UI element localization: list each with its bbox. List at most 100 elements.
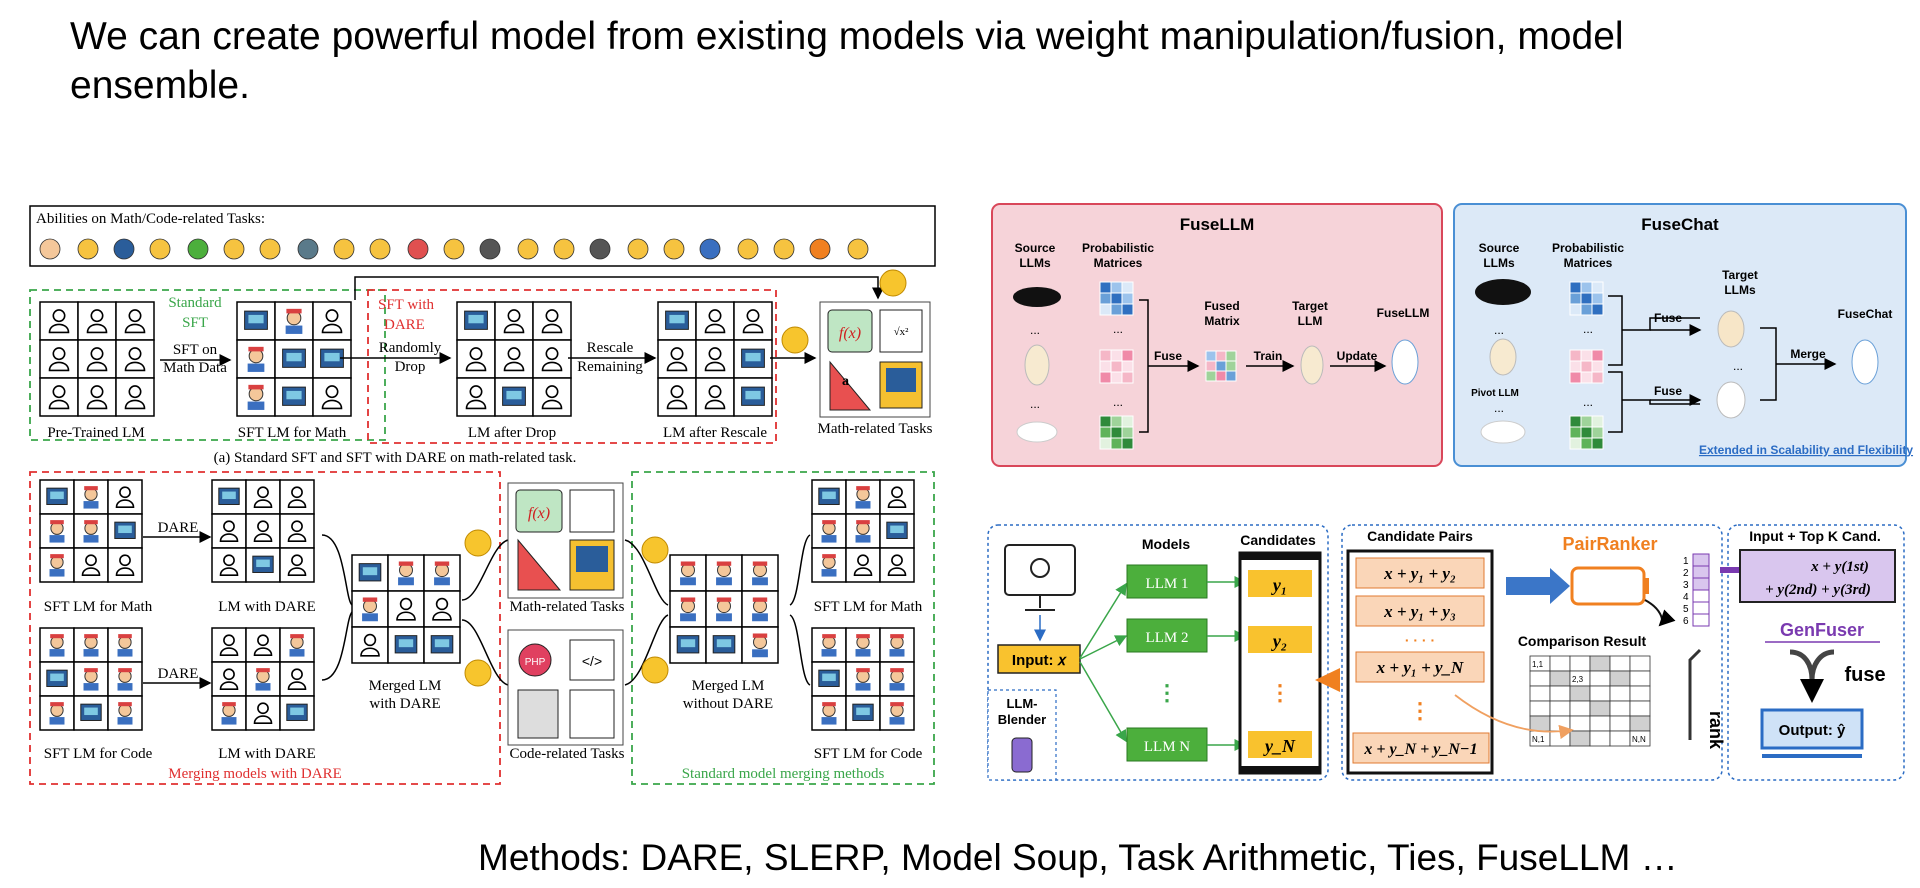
comparison-cell: [1549, 670, 1571, 687]
person-icon: [257, 520, 269, 533]
matrix-cell: [1110, 303, 1123, 316]
rank-cell: [1692, 577, 1710, 591]
y1-label: y₁: [1271, 575, 1287, 595]
sad-emoji-1: [641, 536, 669, 564]
matrix-pink-icon-2: [1569, 349, 1604, 384]
person-icon: [399, 597, 413, 611]
matrix-cell: [1591, 371, 1604, 384]
llm-blender-figure: Input: 𝑥 LLM- Blender Models Candidates …: [987, 524, 1905, 781]
y2-label: y₂: [1271, 631, 1287, 651]
smile-emoji-1: [879, 269, 907, 297]
llama-icon: [1024, 344, 1050, 386]
fusellm-fused-2: Matrix: [1204, 314, 1240, 328]
sft-lm-code-label-r: SFT LM for Code: [814, 746, 923, 762]
transition-arrow-icon: [1315, 668, 1340, 692]
matrix-cell: [1121, 281, 1134, 294]
person-icon: [670, 347, 684, 361]
comparison-cell: [1629, 730, 1651, 747]
rank-number: 5: [1683, 604, 1689, 615]
fuse-label: fuse: [1844, 664, 1885, 686]
fusellm-llama-icon: [1391, 339, 1419, 385]
target-llama-icon-3: [1716, 381, 1746, 419]
comparison-cell: [1549, 655, 1571, 672]
fusechat-target-2: LLMs: [1724, 283, 1756, 297]
merging-with-dare-box: [29, 471, 501, 785]
ability-icon: [517, 238, 539, 260]
fusechat-source-1: Source: [1479, 241, 1520, 255]
person-icon: [223, 520, 235, 533]
matrix-cell: [1591, 349, 1604, 362]
person-icon: [291, 668, 303, 681]
person-icon: [545, 385, 559, 399]
candidates-label: Candidates: [1240, 532, 1316, 548]
caption-a: (a) Standard SFT and SFT with DARE on ma…: [214, 450, 577, 466]
yN-box: [1248, 731, 1312, 758]
person-icon: [746, 309, 760, 323]
fusechat-fuse-label-1: Fuse: [1654, 311, 1682, 325]
merged-with-label-1: Merged LM: [369, 678, 442, 694]
ability-icon: [589, 238, 611, 260]
matrix-cell: [1580, 426, 1593, 439]
matrix-cell: [1591, 292, 1604, 305]
fusechat-merge-label: Merge: [1790, 347, 1826, 361]
orca-icon-2: [1475, 279, 1531, 305]
smile-emoji-4: [464, 659, 492, 687]
person-icon: [128, 385, 142, 399]
matrix-cell: [1110, 426, 1123, 439]
matrix-cell: [1580, 360, 1593, 373]
models-label: Models: [1142, 536, 1190, 552]
rank-cell: [1692, 613, 1710, 627]
comparison-cell: [1549, 685, 1571, 702]
comparison-cell: [1569, 655, 1591, 672]
person-icon: [545, 309, 559, 323]
comparison-cell: [1589, 685, 1611, 702]
ability-icon: [113, 238, 135, 260]
comparison-cell: [1529, 685, 1551, 702]
person-icon: [545, 347, 559, 361]
comparison-cell: [1629, 655, 1651, 672]
fusechat-dots-2: ...: [1494, 401, 1504, 415]
rank-number: 6: [1683, 616, 1689, 627]
sft-on-label-2: Math Data: [163, 360, 227, 376]
pivot-llm-label: Pivot LLM: [1471, 388, 1519, 399]
ability-icon: [443, 238, 465, 260]
grid-lm-with-dare-math: [211, 479, 315, 583]
grid-lm-with-dare-code: [211, 627, 315, 731]
comparison-cell: [1529, 715, 1551, 732]
smile-emoji-2: [781, 326, 809, 354]
monitor-icon: [1004, 544, 1076, 596]
comparison-cell: [1589, 700, 1611, 717]
sft-with-dare-label-1: SFT with: [378, 297, 434, 313]
person-icon: [857, 554, 869, 567]
target-llama-icon: [1300, 345, 1324, 385]
comparison-cell-label: 2,3: [1572, 675, 1584, 684]
matrix-cell: [1591, 281, 1604, 294]
matrix-cell: [1121, 415, 1134, 428]
dare-label-2: DARE: [158, 666, 199, 682]
llama-icon-2: [1489, 338, 1517, 376]
fusellm-title: FuseLLM: [1180, 215, 1255, 234]
fusellm-target-1: Target: [1292, 299, 1328, 313]
pair3-box: [1355, 651, 1485, 683]
comparison-cell: [1569, 700, 1591, 717]
person-icon: [670, 385, 684, 399]
svg-text:f(x): f(x): [528, 505, 550, 522]
comparison-cell: [1569, 730, 1591, 747]
fusellm-fused-1: Fused: [1204, 299, 1239, 313]
person-icon: [891, 486, 903, 499]
battery-icon: [1570, 566, 1646, 606]
pair4-box: [1352, 732, 1490, 764]
matrix-cell: [1215, 350, 1227, 362]
pair1-box: [1355, 557, 1485, 589]
fusechat-llama-icon: [1851, 339, 1879, 385]
comparison-cell: [1609, 655, 1631, 672]
llm1-label: LLM 1: [1146, 576, 1189, 592]
blender-name-1: LLM-: [1006, 696, 1037, 711]
comparison-cell: [1549, 700, 1571, 717]
matrix-cell: [1580, 437, 1593, 450]
comparison-cell-label: N,1: [1532, 735, 1545, 744]
grid-sft-lm-math: [236, 301, 352, 417]
rank-cell: [1692, 565, 1710, 579]
sft-with-dare-label-2: DARE: [384, 317, 425, 333]
person-icon: [223, 554, 235, 567]
